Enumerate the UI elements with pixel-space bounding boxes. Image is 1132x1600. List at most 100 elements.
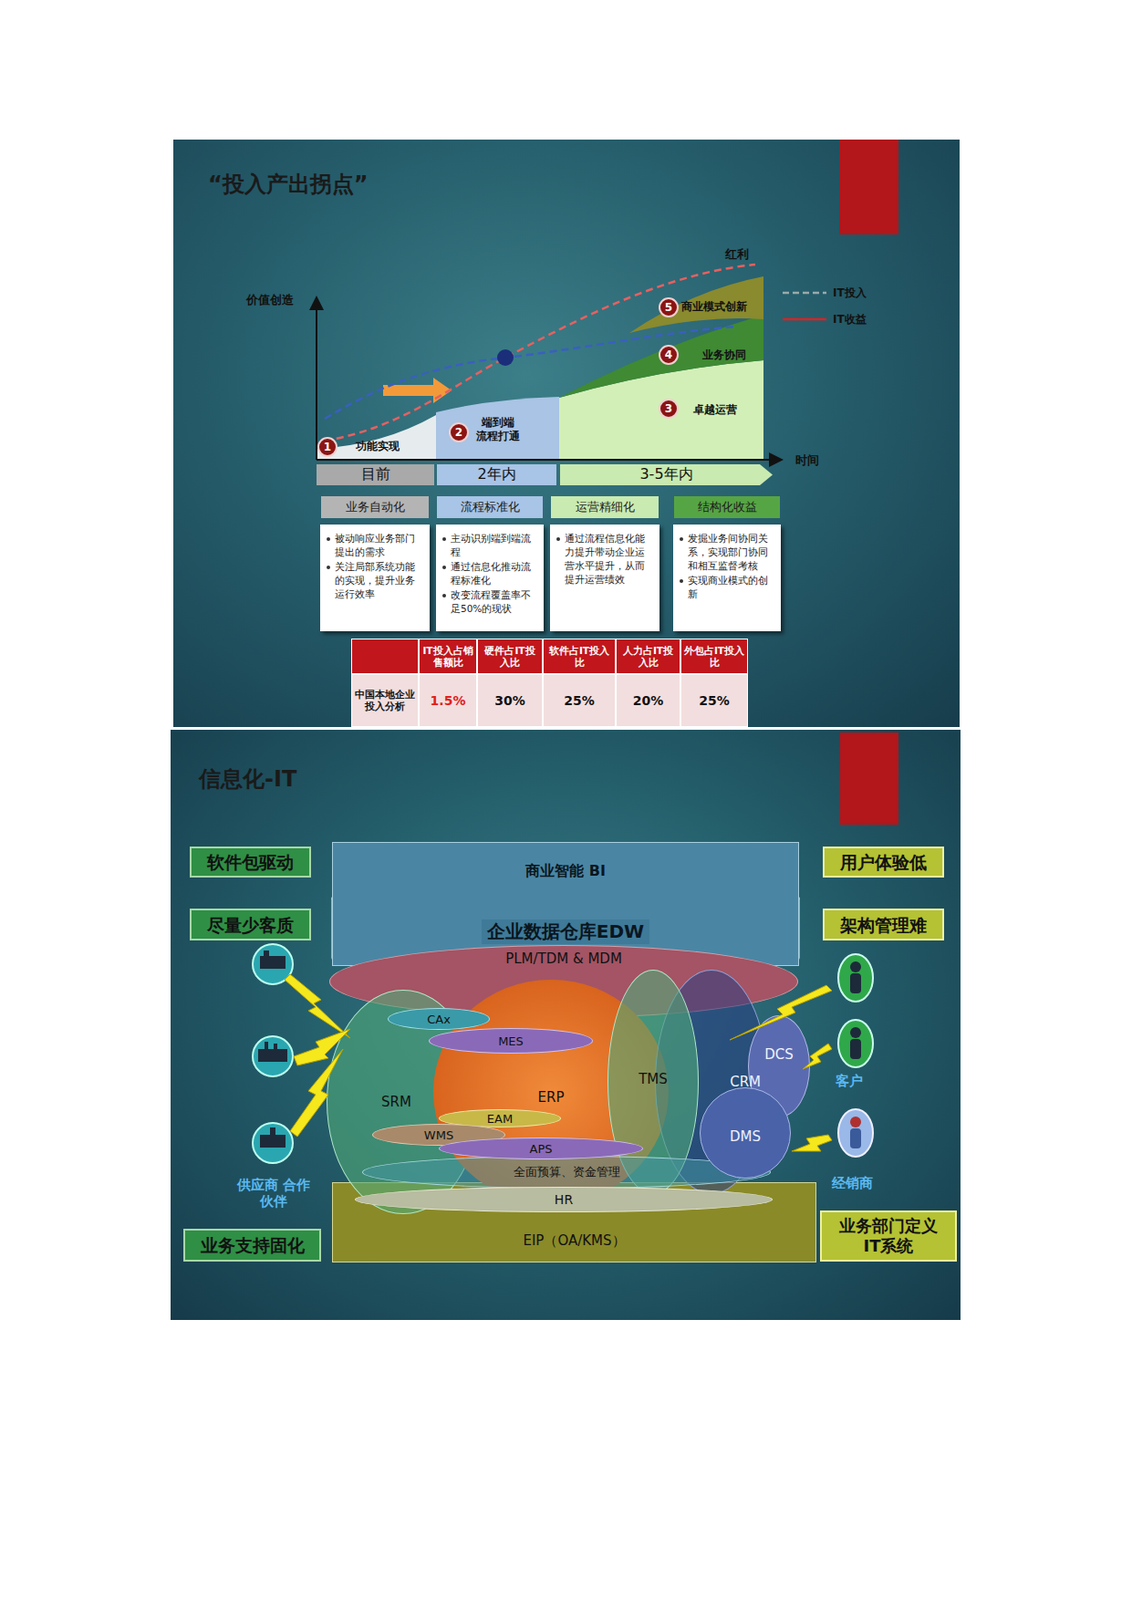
bullet-text: 关注局部系统功能的实现，提升业务运行效率	[325, 560, 425, 602]
table-corner	[351, 638, 419, 675]
label-box: 结构化收益	[674, 496, 780, 519]
label-box: 3-5年内	[560, 464, 773, 486]
callout-number: 4	[658, 344, 679, 365]
label-box: 软件包驱动	[189, 846, 312, 878]
axis-label: 时间	[795, 452, 820, 469]
table-cell: 人力占IT投入比	[615, 638, 681, 675]
node-text: ERP	[538, 1089, 565, 1106]
node-text: APS	[529, 1142, 553, 1156]
label-box: 目前	[316, 464, 435, 486]
system-ellipse: CAx	[387, 1007, 490, 1030]
node-text: CAx	[426, 1012, 451, 1027]
bullet-text: 主动识别端到端流程	[441, 531, 539, 560]
node-text: 用户体验低	[840, 851, 927, 873]
node-text: EIP（OA/KMS）	[522, 1232, 625, 1250]
description-box: 通过流程信息化能力提升带动企业运营水平提升，从而提升运营绩效	[550, 524, 660, 632]
label-box: 流程标准化	[436, 496, 543, 519]
supplier-icon	[252, 944, 293, 1164]
table-cell: 20%	[615, 674, 681, 727]
icon-label: 供应商 合作伙伴	[235, 1176, 312, 1210]
system-ellipse: MES	[428, 1028, 593, 1054]
table-cell: 软件占IT投入比	[542, 638, 616, 675]
node-text: 软件包驱动	[207, 851, 294, 873]
bullet-text: 发掘业务间协同关系，实现部门协同和相互监督考核	[678, 531, 776, 573]
bullet-text: 通过信息化推动流程标准化	[441, 560, 539, 588]
stage2-area	[436, 396, 560, 460]
label-box: 2年内	[436, 464, 557, 486]
label-box: 业务部门定义 IT系统	[820, 1210, 957, 1262]
description-box: 主动识别端到端流程通过信息化推动流程标准化改变流程覆盖率不足50%的现状	[436, 524, 544, 632]
it-return-curve	[324, 264, 756, 441]
label-box: 尽量少客质	[189, 908, 312, 941]
node-text: 流程标准化	[460, 498, 520, 516]
description-box: 发掘业务间协同关系，实现部门协同和相互监督考核实现商业模式的创新	[673, 524, 781, 632]
table-cell: 外包占IT投入比	[680, 638, 748, 675]
icon-label: 客户	[835, 1072, 863, 1091]
label-box: 企业数据仓库EDW	[386, 913, 745, 950]
callout-number: 5	[658, 297, 679, 318]
node-text: HR	[554, 1192, 573, 1207]
node-text: MES	[498, 1034, 524, 1049]
node-text: 商业智能 BI	[525, 861, 606, 882]
table-cell: IT投入占销售额比	[418, 638, 478, 675]
stage-label: 卓越运营	[693, 402, 738, 418]
bullet-text: 通过流程信息化能力提升带动企业运营水平提升，从而提升运营绩效	[555, 531, 655, 587]
node-text: 结构化收益	[697, 498, 758, 516]
node-text: 目前	[361, 465, 391, 485]
legend-text: IT收益	[832, 311, 867, 328]
label-box: 业务自动化	[321, 496, 429, 519]
slide-title: “投入产出拐点”	[207, 169, 369, 199]
it-input-curve	[324, 326, 736, 419]
node-text: 业务支持固化	[200, 1235, 305, 1256]
node-text: 企业数据仓库EDW	[481, 919, 650, 945]
innovation-area	[629, 276, 764, 333]
axis-label: 价值创造	[246, 291, 294, 309]
bullet-text: 实现商业模式的创新	[678, 573, 776, 602]
node-text: WMS	[424, 1128, 454, 1143]
stage3-area	[559, 360, 764, 460]
callout-number: 1	[317, 436, 338, 457]
orange-arrow	[383, 377, 452, 404]
table-cell: 硬件占IT投入比	[477, 638, 543, 675]
node-text: 3-5年内	[639, 465, 693, 485]
stage-label: 业务协同	[702, 347, 747, 364]
node-text: SRM	[381, 1093, 412, 1111]
node-text: 全面预算、资金管理	[513, 1163, 621, 1181]
label-box: 业务支持固化	[183, 1228, 322, 1262]
person-icon	[838, 954, 873, 1157]
node-text: PLM/TDM & MDM	[505, 950, 623, 967]
node-text: CRM	[729, 1073, 761, 1091]
callout-number: 3	[658, 398, 679, 419]
system-ellipse: APS	[438, 1137, 644, 1160]
node-text: 业务部门定义 IT系统	[830, 1215, 946, 1257]
label-box: 架构管理难	[822, 908, 945, 941]
label-box: 运营精细化	[550, 496, 659, 519]
callout-number: 2	[448, 422, 469, 443]
inflection-point	[497, 349, 514, 366]
stage-label: 端到端 流程打通	[474, 415, 522, 444]
node-text: 业务自动化	[345, 498, 406, 516]
red-bar	[840, 732, 899, 825]
node-text: TMS	[638, 1070, 668, 1088]
system-ellipse: HR	[354, 1186, 773, 1213]
legend-text: IT投入	[832, 285, 867, 302]
bullet-text: 改变流程覆盖率不足50%的现状	[441, 588, 539, 616]
node-text: DCS	[764, 1046, 794, 1063]
system-ellipse: DMS	[699, 1087, 791, 1179]
table-cell: 30%	[477, 674, 543, 727]
bullet-text: 被动响应业务部门提出的需求	[325, 531, 425, 560]
icon-label: 经销商	[831, 1174, 873, 1193]
node-text: 尽量少客质	[207, 914, 294, 935]
red-bar	[839, 139, 899, 235]
table-cell: 25%	[542, 674, 616, 727]
label-box: 用户体验低	[822, 846, 945, 878]
description-box: 被动响应业务部门提出的需求关注局部系统功能的实现，提升业务运行效率	[320, 524, 430, 632]
stage-label: 功能实现	[355, 438, 400, 455]
node-text: DMS	[729, 1128, 761, 1145]
table-cell: 25%	[680, 674, 748, 727]
node-text: 2年内	[477, 465, 516, 485]
node-text: 运营精细化	[575, 498, 635, 516]
